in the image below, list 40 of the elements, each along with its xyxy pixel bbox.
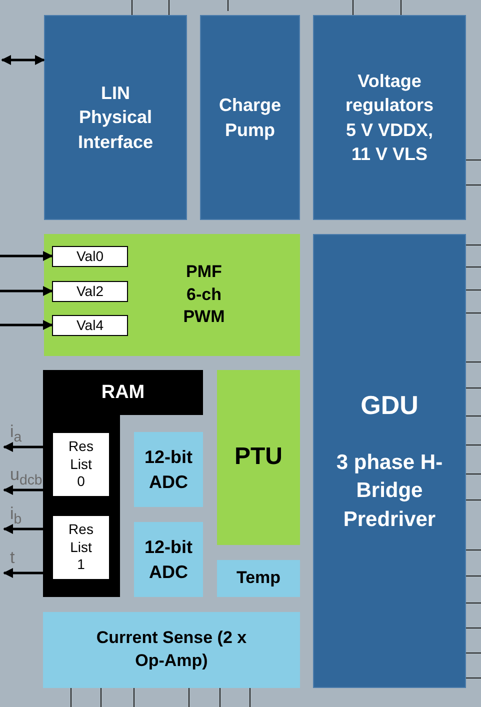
block-label: Val2 (76, 282, 104, 300)
signal-label: u$_{dcb}$ (10, 466, 42, 488)
register-box (52, 246, 128, 267)
arrow (0, 286, 53, 296)
block-label: GDU (360, 388, 418, 422)
register-box (52, 281, 128, 302)
block-label: LIN Physical Interface (76, 82, 154, 154)
register-box (52, 432, 110, 497)
block-box (134, 432, 203, 507)
block-box (43, 612, 300, 688)
block-label: Charge Pump (218, 94, 282, 142)
block-label: PTU (234, 442, 282, 472)
block-label: Temp (236, 567, 281, 590)
arrow (0, 320, 53, 330)
block-label: Res List 1 (68, 521, 94, 574)
block-label: 12-bit ADC (143, 446, 194, 494)
block-box (217, 370, 300, 545)
signal-label: i$_{a}$ (10, 423, 22, 445)
signal-label: i$_{b}$ (10, 505, 22, 527)
register-box (52, 515, 110, 580)
block-label: 12-bit ADC (143, 536, 194, 584)
block-label: Val0 (76, 248, 104, 266)
block-box (217, 560, 300, 597)
block-box (134, 522, 203, 597)
block-label: Voltage regulators 5 V VDDX, 11 V VLS (344, 70, 435, 166)
block-label: Res List 0 (68, 438, 94, 491)
block-label: PMF 6-ch PWM (182, 260, 226, 328)
signal-label: t (10, 549, 15, 566)
block-box (44, 234, 300, 356)
block-box (313, 234, 466, 688)
arrow (1, 55, 45, 65)
block-label: Current Sense (2 x Op-Amp) (95, 627, 248, 672)
block-box (200, 15, 300, 220)
block-label: Val4 (76, 316, 104, 334)
block-box (313, 15, 466, 220)
arrow (0, 251, 53, 261)
block-description: 3 phase H-Bridge Predriver (335, 450, 444, 533)
block-label: RAM (101, 381, 145, 405)
block-box (44, 15, 187, 220)
register-box (52, 315, 128, 336)
